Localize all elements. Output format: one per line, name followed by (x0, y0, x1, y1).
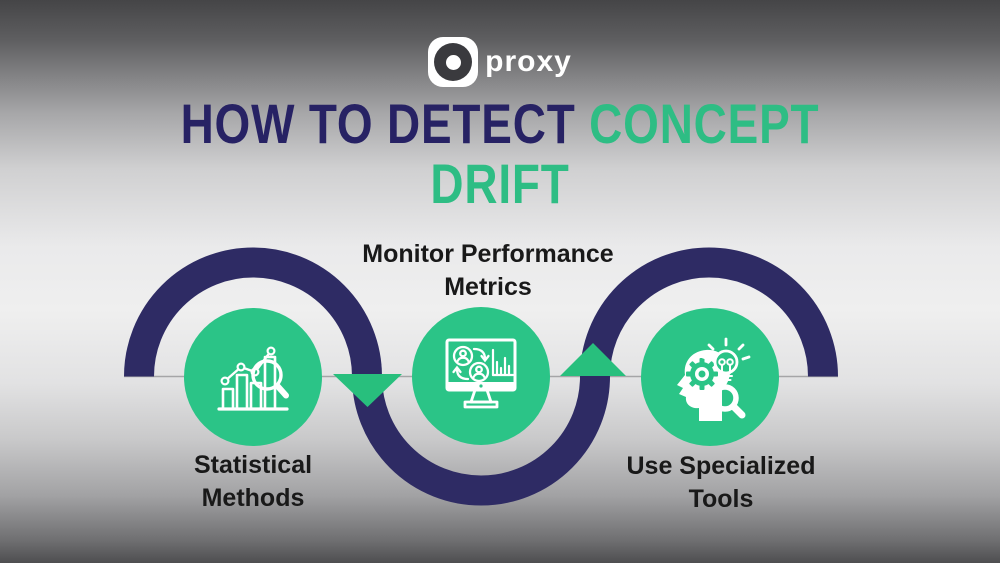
step3-label-line1: Use Specialized (626, 452, 816, 480)
light-bulb-icon (701, 337, 751, 381)
step3-circle (641, 308, 779, 446)
page-title-line1: HOW TO DETECT CONCEPT (90, 94, 910, 154)
bulb-rays (701, 337, 751, 361)
title-dark-text: HOW TO DETECT (180, 92, 576, 155)
monitor-user-sync-metrics-icon (445, 338, 517, 409)
step2-circle (412, 307, 550, 445)
logo-brand-text: proxy (485, 45, 572, 78)
magnifier-icon (711, 384, 746, 419)
logo-dot (445, 54, 461, 70)
gear-icon (686, 358, 718, 390)
logo: proxy (0, 37, 1000, 87)
step1-label-line2: Methods (201, 484, 305, 512)
step2-label: Monitor Performance Metrics (288, 238, 688, 304)
step1-label: Statistical Methods (53, 449, 453, 515)
page-title-line2: DRIFT (90, 154, 910, 214)
head-gear-bulb-magnifier-icon (677, 337, 751, 421)
bar-chart-magnifier-icon (217, 346, 289, 411)
arrow-up-icon (560, 343, 626, 376)
title-accent-text-2: DRIFT (430, 152, 570, 215)
step1-label-line1: Statistical (193, 451, 313, 479)
9proxy-logo-icon (428, 37, 479, 87)
step3-label: Use Specialized Tools (521, 450, 921, 516)
step1-circle (184, 308, 322, 446)
page-title: HOW TO DETECT CONCEPT DRIFT (90, 94, 910, 214)
wave-connector (124, 247, 838, 506)
step2-label-line1: Monitor Performance (362, 240, 614, 268)
title-accent-text-1: CONCEPT (589, 92, 820, 155)
step2-label-line2: Metrics (444, 273, 532, 301)
logo-ring (434, 43, 473, 81)
arrow-down-icon (333, 374, 402, 407)
step3-label-line2: Tools (688, 485, 754, 513)
